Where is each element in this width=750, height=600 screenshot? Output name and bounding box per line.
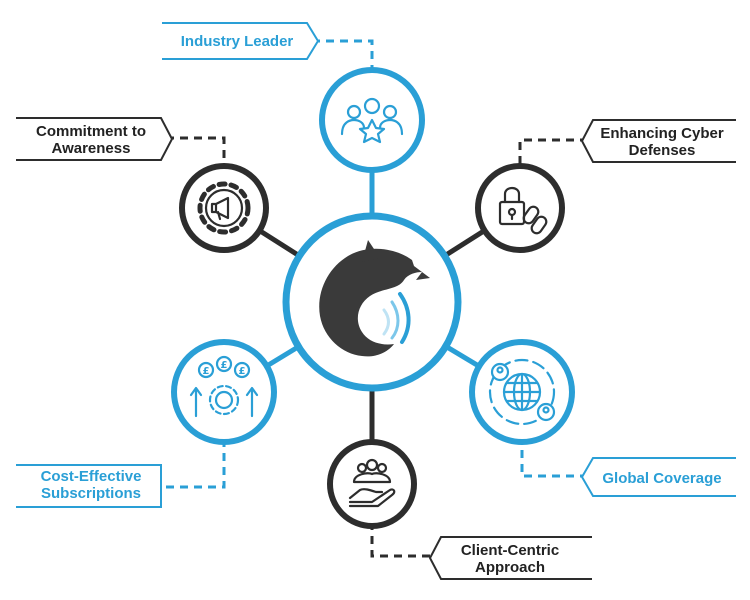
wolf-head-shape <box>319 248 422 357</box>
star-shape <box>358 118 386 144</box>
person-head <box>376 462 388 474</box>
label-box <box>580 457 736 497</box>
globe-lines <box>502 372 542 412</box>
wolf-head-logo <box>319 240 430 357</box>
person-head <box>365 458 379 472</box>
gear-teeth <box>208 384 240 416</box>
person-body <box>378 118 404 136</box>
node-circle <box>327 439 417 529</box>
person-head <box>363 97 381 115</box>
gear-hub <box>214 390 234 410</box>
person-body <box>340 118 366 136</box>
logo-swoosh <box>382 308 390 336</box>
pound-gear-arrows-icon <box>189 355 259 418</box>
callout-dash-line <box>166 136 226 166</box>
callout-dash-line <box>312 39 374 70</box>
callout-dash-line <box>520 442 588 478</box>
globe-users-icon <box>488 358 556 426</box>
person-head <box>356 462 368 474</box>
wolf-snout <box>416 272 430 280</box>
hub-circle <box>282 212 462 392</box>
hand-shape <box>348 488 396 508</box>
wolf-ear <box>362 240 380 262</box>
label-box <box>580 119 736 163</box>
arrow-up <box>189 386 203 418</box>
lock-shackle <box>503 186 521 204</box>
user-head <box>496 366 504 374</box>
gear-megaphone-icon <box>197 181 251 235</box>
coin <box>233 361 251 379</box>
callout-dash-line <box>370 526 430 558</box>
label-box <box>162 22 320 60</box>
gear-body <box>204 188 244 228</box>
orbit-dashes <box>488 358 556 426</box>
label-box <box>16 464 162 508</box>
logo-swoosh <box>390 300 400 340</box>
label-box <box>16 117 174 161</box>
coin <box>197 361 215 379</box>
people-star-icon <box>340 97 404 144</box>
hand-group-icon <box>348 458 396 508</box>
lock-body <box>498 200 526 226</box>
pound-glyph: £ <box>203 366 210 377</box>
pound-glyph: £ <box>239 366 246 377</box>
group-body <box>352 472 392 484</box>
user-head <box>542 406 550 414</box>
callout-dash-line <box>518 138 588 166</box>
logo-swoosh <box>398 292 411 344</box>
callout-dash-line <box>166 442 226 489</box>
person-head <box>382 104 398 120</box>
chain-link <box>530 215 548 235</box>
coin <box>215 355 233 373</box>
label-box <box>428 536 592 580</box>
megaphone-shape <box>210 196 230 221</box>
chain-link <box>522 205 540 225</box>
arrow-up <box>245 386 259 418</box>
padlock-chain-icon <box>498 186 548 235</box>
node-circle <box>179 163 269 253</box>
gear-teeth <box>197 181 251 235</box>
node-circle <box>475 163 565 253</box>
pound-glyph: £ <box>221 360 228 371</box>
person-head <box>346 104 362 120</box>
